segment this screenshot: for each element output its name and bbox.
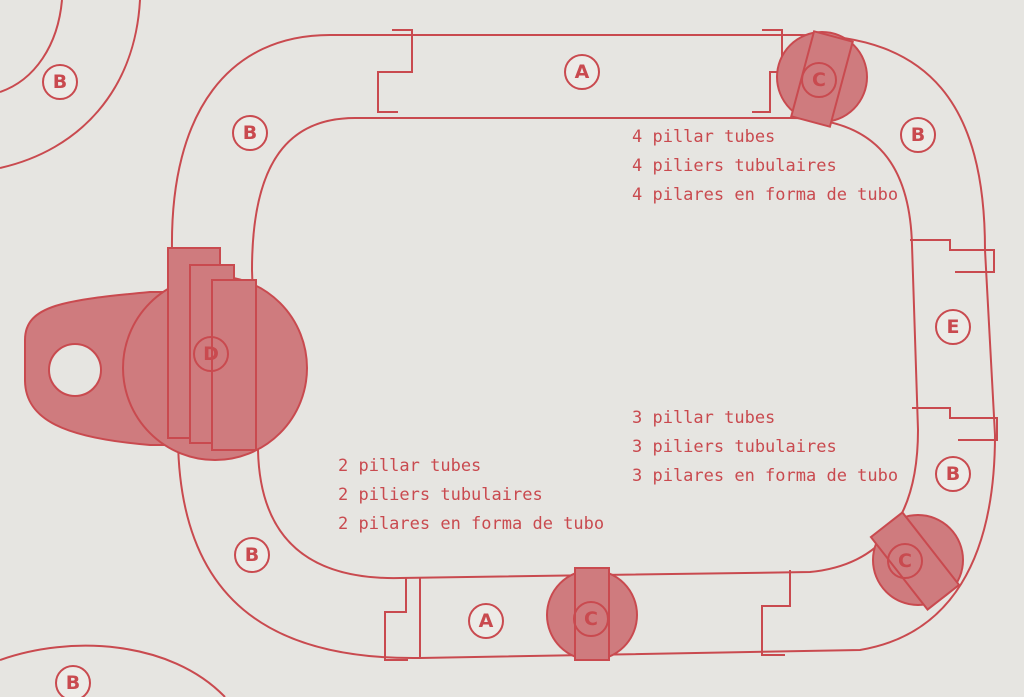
label-b-top-left: B <box>42 64 78 100</box>
label-b-right-lower-text: B <box>946 463 960 485</box>
note-four-pillar-tubes: 4 pillar tubes 4 piliers tubulaires 4 pi… <box>632 123 898 210</box>
label-a-top-text: A <box>575 61 590 83</box>
label-c-bottom-text: C <box>584 608 598 630</box>
label-a-top: A <box>564 54 600 90</box>
label-c-bottom: C <box>573 601 609 637</box>
e-lower-connector <box>912 407 998 441</box>
label-b-right-upper-text: B <box>911 124 925 146</box>
note-two-pillar-tubes: 2 pillar tubes 2 piliers tubulaires 2 pi… <box>338 452 604 539</box>
corner-arc-bottom-left <box>0 644 226 697</box>
corner-arc-top-left-outer <box>0 0 141 169</box>
note-two-fr: 2 piliers tubulaires <box>338 485 543 505</box>
c-bottom-right-pillar-tube <box>869 511 961 611</box>
label-e-right-text: E <box>947 316 960 338</box>
note-four-en: 4 pillar tubes <box>632 127 776 147</box>
note-four-fr: 4 piliers tubulaires <box>632 156 837 176</box>
label-d-left: D <box>193 336 229 372</box>
label-e-right: E <box>935 309 971 345</box>
label-c-top-right: C <box>801 62 837 98</box>
label-b-right-lower: B <box>935 456 971 492</box>
label-b-bottom-left: B <box>55 665 91 697</box>
label-a-bottom: A <box>468 603 504 639</box>
corner-arc-top-left-inner <box>0 0 63 93</box>
a-top-right-connector <box>752 29 783 113</box>
label-a-bottom-text: A <box>479 610 494 632</box>
d-support-bar-3 <box>211 279 257 451</box>
e-upper-connector <box>910 239 995 273</box>
note-four-es: 4 pilares en forma de tubo <box>632 185 899 205</box>
label-b-bottom-left-text: B <box>66 672 80 694</box>
note-three-pillar-tubes: 3 pillar tubes 3 piliers tubulaires 3 pi… <box>632 404 898 491</box>
note-three-es: 3 pilares en forma de tubo <box>632 466 899 486</box>
label-b-top-left-text: B <box>53 71 67 93</box>
label-b-left-upper-text: B <box>243 122 257 144</box>
label-c-top-right-text: C <box>812 69 826 91</box>
a-top-left-connector <box>377 29 413 113</box>
label-d-left-text: D <box>203 343 219 365</box>
label-b-left-lower-text: B <box>245 544 259 566</box>
a-bottom-right-connector <box>761 570 791 656</box>
note-three-en: 3 pillar tubes <box>632 408 776 428</box>
label-b-right-upper: B <box>900 117 936 153</box>
d-support-hole <box>48 343 102 397</box>
label-c-bottom-right: C <box>887 543 923 579</box>
note-two-en: 2 pillar tubes <box>338 456 482 476</box>
label-c-bottom-right-text: C <box>898 550 912 572</box>
label-b-left-lower: B <box>234 537 270 573</box>
a-bottom-left-connector <box>384 578 408 661</box>
note-three-fr: 3 piliers tubulaires <box>632 437 837 457</box>
note-two-es: 2 pilares en forma de tubo <box>338 514 605 534</box>
label-b-left-upper: B <box>232 115 268 151</box>
